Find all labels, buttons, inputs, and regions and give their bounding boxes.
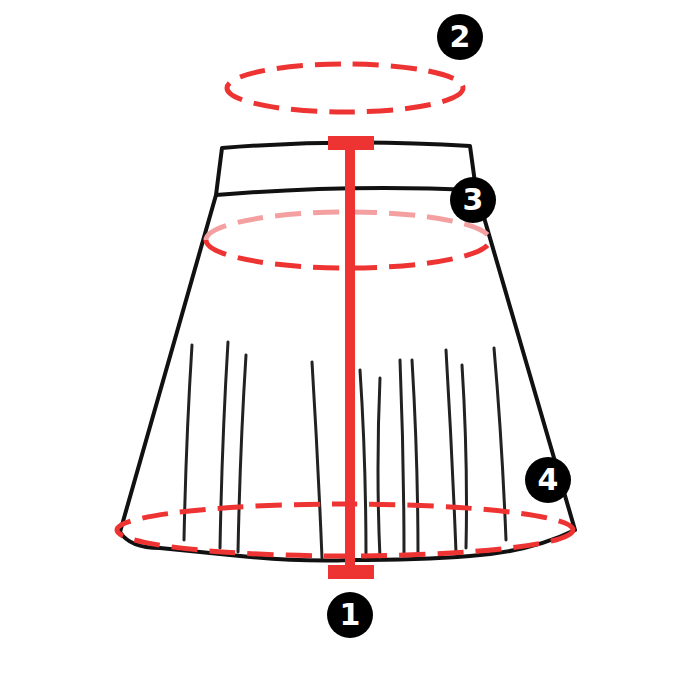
- callout-number: 2: [437, 14, 483, 60]
- callout-number: 3: [450, 177, 496, 223]
- callout-number: 4: [525, 457, 571, 503]
- callout-number: 1: [327, 592, 373, 638]
